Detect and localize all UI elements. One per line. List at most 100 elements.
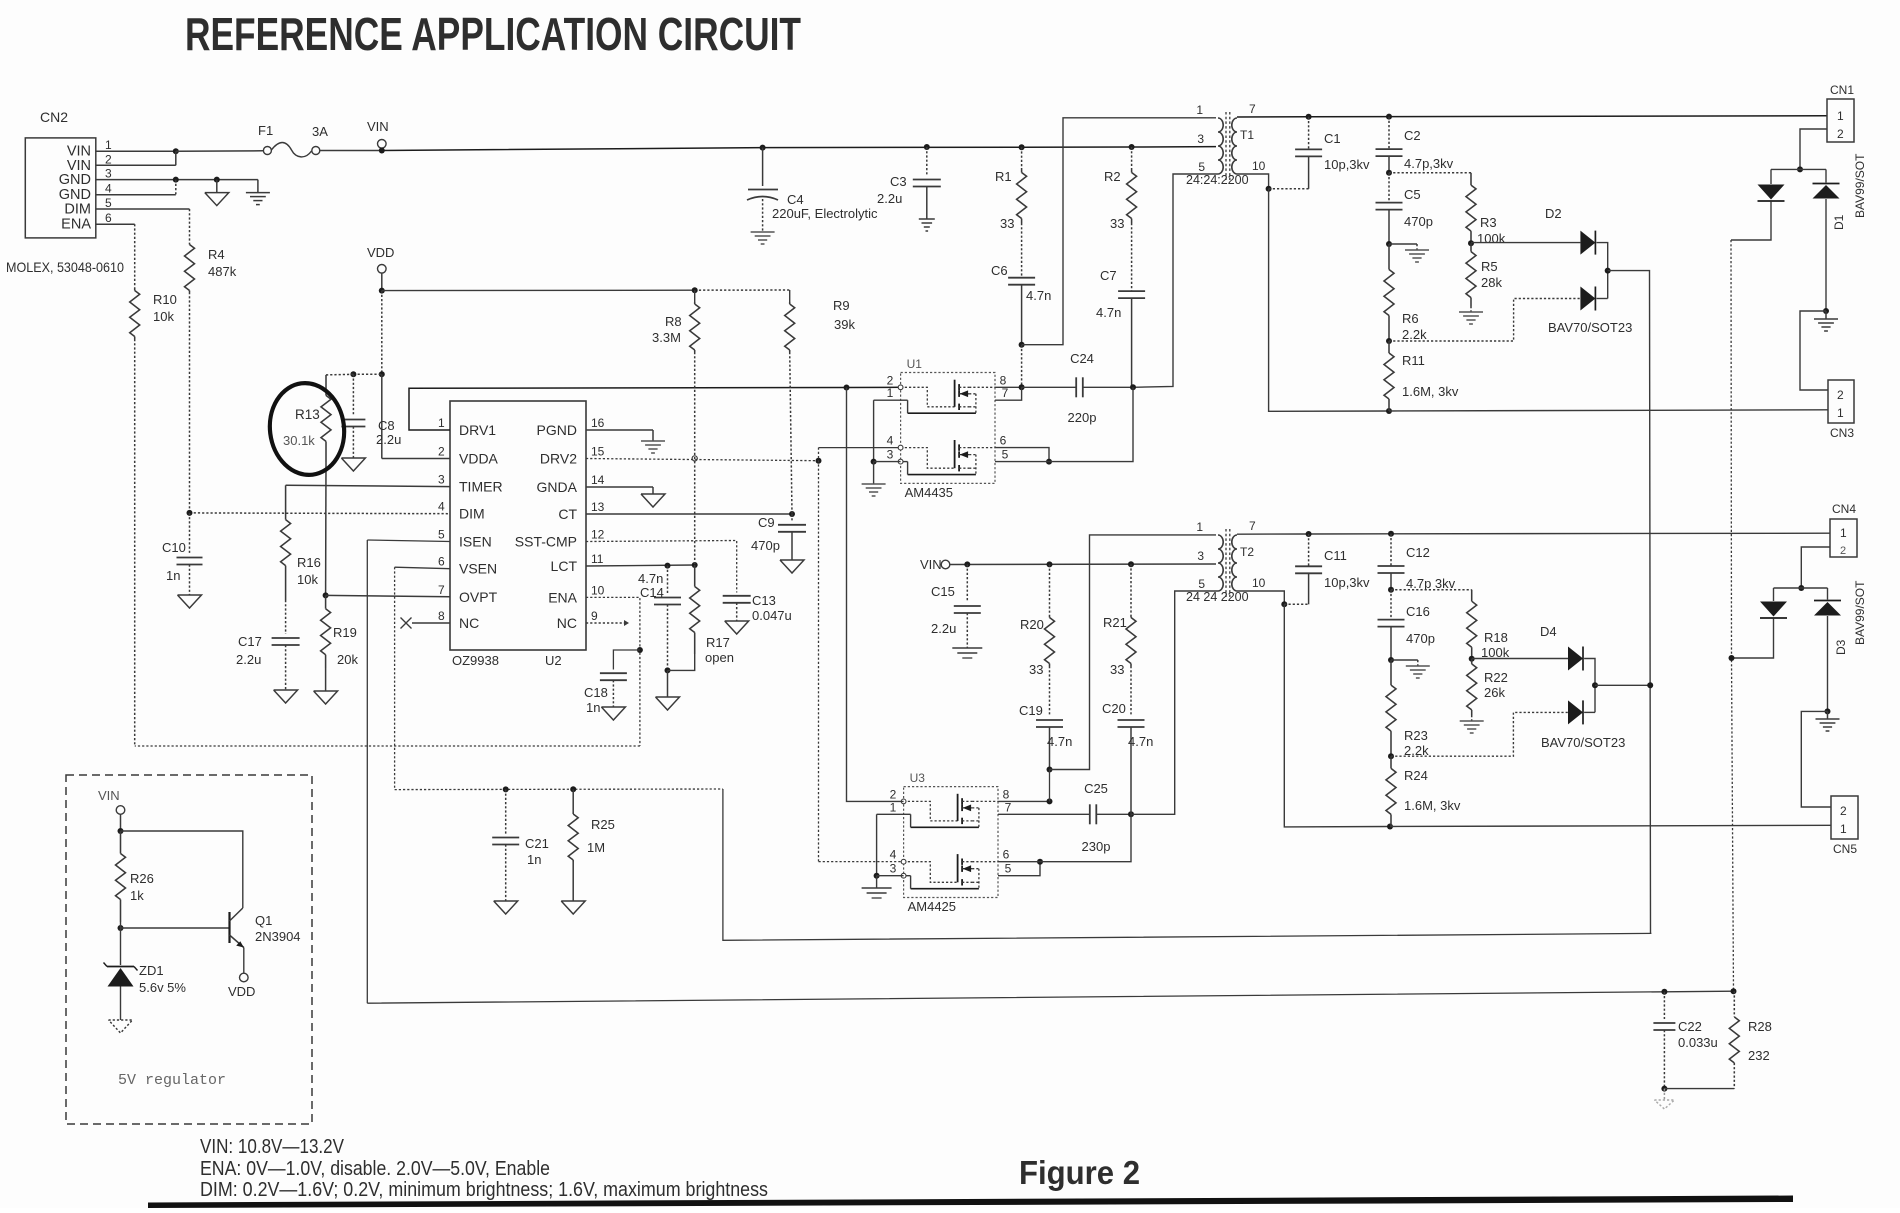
svg-text:1: 1 — [438, 416, 445, 430]
svg-text:487k: 487k — [208, 264, 237, 279]
svg-text:C24: C24 — [1070, 351, 1094, 366]
svg-text:24 24 2200: 24 24 2200 — [1186, 590, 1249, 604]
svg-text:SST-CMP: SST-CMP — [515, 534, 577, 550]
svg-text:4.7p 3kv: 4.7p 3kv — [1406, 576, 1456, 591]
svg-text:13: 13 — [591, 500, 605, 514]
svg-text:0.047u: 0.047u — [752, 608, 792, 623]
svg-text:C12: C12 — [1406, 545, 1430, 560]
svg-text:2N3904: 2N3904 — [255, 929, 301, 944]
svg-text:6: 6 — [438, 555, 445, 569]
svg-text:3: 3 — [1197, 549, 1204, 563]
svg-text:4: 4 — [438, 500, 445, 514]
svg-text:1n: 1n — [586, 700, 600, 715]
svg-text:2.2k: 2.2k — [1404, 743, 1429, 758]
svg-text:5: 5 — [438, 528, 445, 542]
svg-text:3.3M: 3.3M — [652, 330, 681, 345]
svg-text:ENA: ENA — [61, 217, 91, 233]
svg-text:33: 33 — [1000, 216, 1014, 231]
svg-text:C1: C1 — [1324, 131, 1341, 146]
svg-text:1: 1 — [1840, 822, 1847, 836]
svg-text:2: 2 — [1837, 127, 1844, 141]
svg-text:VIN: VIN — [98, 788, 120, 803]
svg-text:GND: GND — [59, 187, 91, 203]
svg-text:C4: C4 — [787, 192, 804, 207]
svg-text:C3: C3 — [890, 174, 907, 189]
svg-text:4.7n: 4.7n — [1026, 288, 1051, 303]
svg-text:R24: R24 — [1404, 768, 1428, 783]
svg-text:R23: R23 — [1404, 728, 1428, 743]
svg-text:33: 33 — [1110, 216, 1124, 231]
svg-text:C7: C7 — [1100, 268, 1117, 283]
svg-text:4.7n: 4.7n — [1128, 734, 1153, 749]
svg-text:2: 2 — [105, 152, 112, 166]
svg-text:10: 10 — [591, 583, 605, 597]
svg-text:C15: C15 — [931, 584, 955, 599]
svg-text:R22: R22 — [1484, 670, 1508, 685]
svg-text:R17: R17 — [706, 635, 730, 650]
svg-text:R3: R3 — [1480, 215, 1497, 230]
svg-text:VSEN: VSEN — [459, 561, 497, 577]
svg-text:10p,3kv: 10p,3kv — [1324, 157, 1370, 172]
svg-text:TIMER: TIMER — [459, 479, 503, 495]
svg-text:C8: C8 — [378, 418, 395, 433]
svg-text:3: 3 — [887, 448, 894, 462]
svg-text:PGND: PGND — [537, 422, 577, 438]
svg-text:VDD: VDD — [228, 984, 255, 999]
svg-text:3: 3 — [438, 473, 445, 487]
svg-text:4.7n: 4.7n — [1047, 734, 1072, 749]
svg-text:3A: 3A — [312, 124, 328, 139]
svg-text:R28: R28 — [1748, 1019, 1772, 1034]
svg-text:10p,3kv: 10p,3kv — [1324, 575, 1370, 590]
svg-text:R13: R13 — [295, 407, 320, 422]
svg-text:T1: T1 — [1240, 128, 1254, 142]
svg-text:CT: CT — [558, 506, 577, 522]
svg-text:7: 7 — [1005, 800, 1012, 814]
svg-text:R4: R4 — [208, 247, 225, 262]
svg-text:BAV70/SOT23: BAV70/SOT23 — [1548, 320, 1632, 335]
svg-text:33: 33 — [1029, 662, 1043, 677]
svg-text:8: 8 — [1000, 373, 1007, 387]
svg-text:CN3: CN3 — [1830, 426, 1854, 440]
svg-text:1n: 1n — [166, 568, 180, 583]
svg-text:C10: C10 — [162, 540, 186, 555]
svg-text:R2: R2 — [1104, 169, 1121, 184]
svg-text:C11: C11 — [1324, 548, 1347, 563]
svg-text:C13: C13 — [752, 593, 776, 608]
svg-text:4: 4 — [105, 182, 112, 196]
svg-text:2: 2 — [887, 373, 894, 387]
svg-text:GNDA: GNDA — [537, 479, 578, 495]
svg-text:DIM: 0.2V—1.6V; 0.2V, minimum: DIM: 0.2V—1.6V; 0.2V, minimum brightness… — [200, 1179, 768, 1201]
svg-text:2.2k: 2.2k — [1402, 327, 1427, 342]
svg-text:7: 7 — [1249, 102, 1256, 116]
svg-text:U3: U3 — [910, 771, 926, 785]
svg-text:1: 1 — [890, 800, 897, 814]
svg-text:R20: R20 — [1020, 617, 1044, 632]
svg-text:ISEN: ISEN — [459, 534, 492, 550]
svg-text:C14: C14 — [640, 585, 664, 600]
svg-text:7: 7 — [1002, 386, 1009, 400]
svg-text:OZ9938: OZ9938 — [452, 653, 499, 668]
svg-text:14: 14 — [591, 473, 605, 487]
svg-text:3: 3 — [105, 167, 112, 181]
svg-text:Figure 2: Figure 2 — [1019, 1154, 1140, 1191]
svg-text:CN2: CN2 — [40, 109, 68, 125]
svg-text:10: 10 — [1252, 159, 1266, 173]
svg-text:C9: C9 — [758, 515, 775, 530]
svg-text:C2: C2 — [1404, 128, 1421, 143]
svg-text:8: 8 — [1003, 787, 1010, 801]
svg-text:5: 5 — [1198, 160, 1205, 174]
svg-text:7: 7 — [438, 583, 445, 597]
svg-text:CN5: CN5 — [1833, 842, 1857, 856]
svg-text:R9: R9 — [833, 298, 850, 313]
svg-text:OVPT: OVPT — [459, 589, 498, 605]
svg-text:DIM: DIM — [459, 506, 485, 522]
svg-text:220uF, Electrolytic: 220uF, Electrolytic — [772, 206, 878, 221]
svg-text:VIN: VIN — [67, 144, 91, 160]
svg-text:C6: C6 — [991, 263, 1008, 278]
svg-text:LCT: LCT — [551, 558, 578, 574]
svg-text:8: 8 — [438, 609, 445, 623]
svg-text:100k: 100k — [1481, 645, 1510, 660]
svg-text:5: 5 — [1002, 448, 1009, 462]
svg-text:100k: 100k — [1477, 231, 1506, 246]
svg-text:4: 4 — [890, 848, 897, 862]
